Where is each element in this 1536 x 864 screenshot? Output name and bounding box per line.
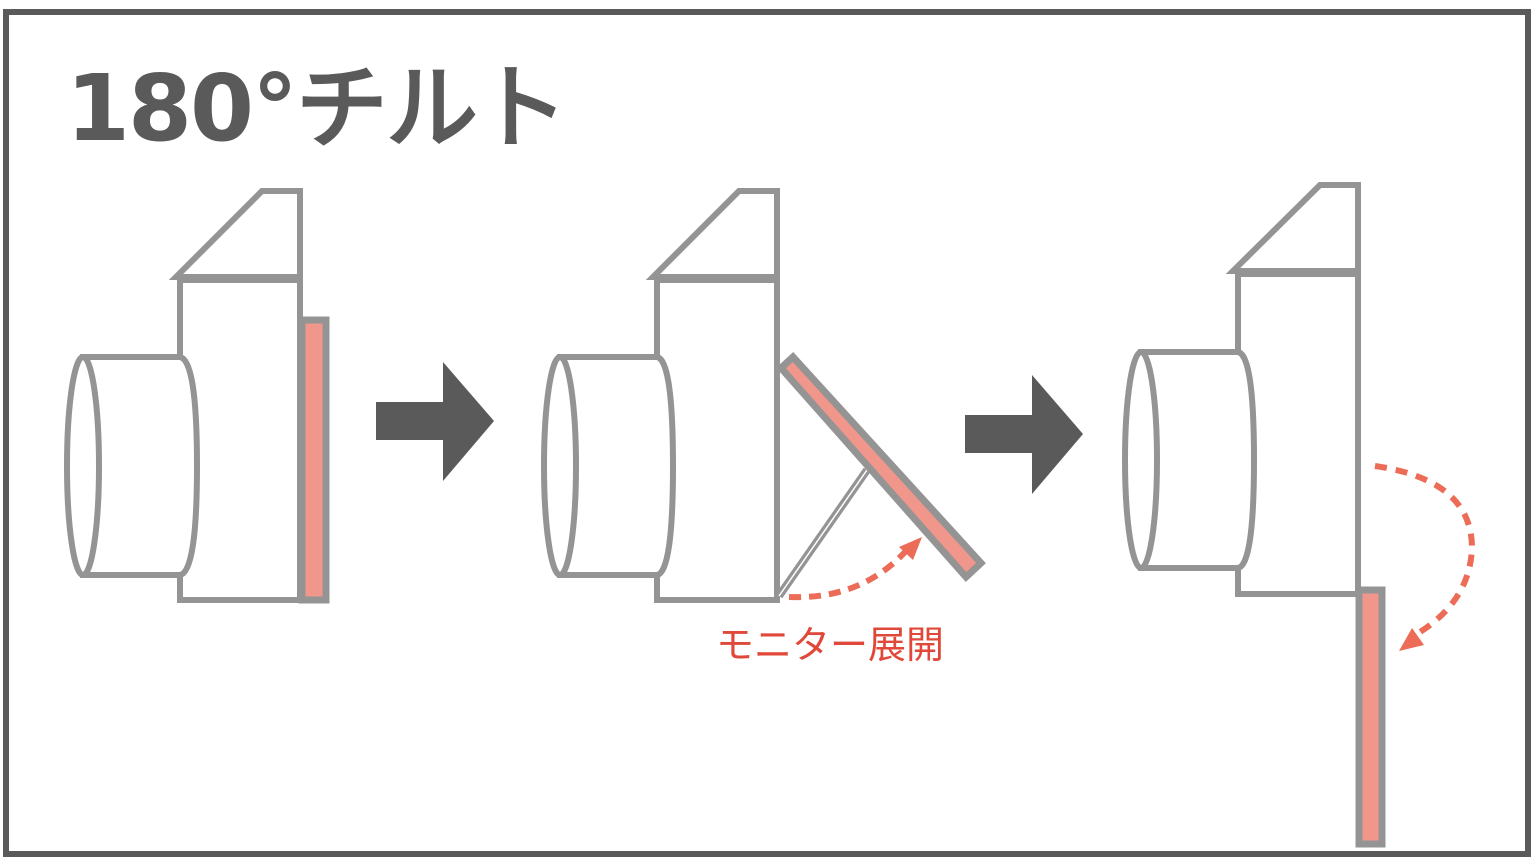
frame-border [3, 9, 1531, 857]
lens-barrel [1138, 349, 1258, 571]
camera-body [1235, 271, 1361, 597]
lens-barrel [557, 354, 677, 578]
camera-tilted [1122, 182, 1386, 848]
camera-body [654, 277, 780, 603]
tilt-arrow-icon [1374, 463, 1476, 651]
monitor-deploy-label: モニター展開 [716, 623, 945, 667]
lens-front [64, 354, 102, 578]
viewfinder [168, 188, 303, 280]
deploy-arrow-icon [788, 537, 922, 601]
lens-front [1122, 349, 1160, 571]
arrow-right-icon [965, 375, 1083, 494]
lens-barrel [80, 354, 201, 578]
lens-front [541, 354, 579, 578]
monitor [1355, 586, 1386, 848]
monitor [298, 316, 330, 604]
page-title: 180°チルト [66, 55, 568, 162]
arrow-right-icon [376, 362, 494, 481]
camera-body [177, 277, 303, 603]
viewfinder [645, 188, 780, 280]
monitor [776, 352, 986, 583]
camera-closed [64, 188, 330, 604]
camera-deployed [541, 188, 986, 603]
viewfinder [1225, 182, 1361, 274]
